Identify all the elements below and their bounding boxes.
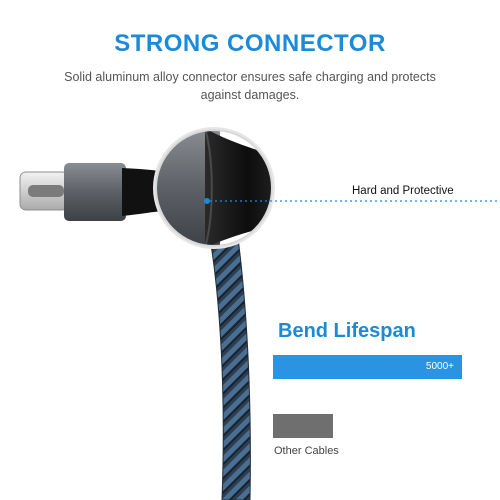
- bend-lifespan-title: Bend Lifespan: [278, 320, 416, 342]
- lifespan-bar-secondary: [273, 414, 333, 438]
- callout-dot: [204, 198, 210, 204]
- lifespan-bar-secondary-label: Other Cables: [274, 445, 339, 457]
- headline-title: STRONG CONNECTOR: [114, 30, 386, 57]
- headline-description: Solid aluminum alloy connector ensures s…: [40, 68, 460, 104]
- usb-c-tongue: [28, 185, 64, 197]
- connector-housing: [64, 163, 126, 221]
- description-line-2: against damages.: [200, 88, 300, 102]
- description-line-1: Solid aluminum alloy connector ensures s…: [64, 70, 436, 84]
- lifespan-bar-primary-label: 5000+: [425, 361, 454, 372]
- callout-label: Hard and Protective: [352, 185, 454, 197]
- braided-cable: [209, 237, 251, 500]
- lifespan-bar-primary: 5000+: [273, 355, 462, 379]
